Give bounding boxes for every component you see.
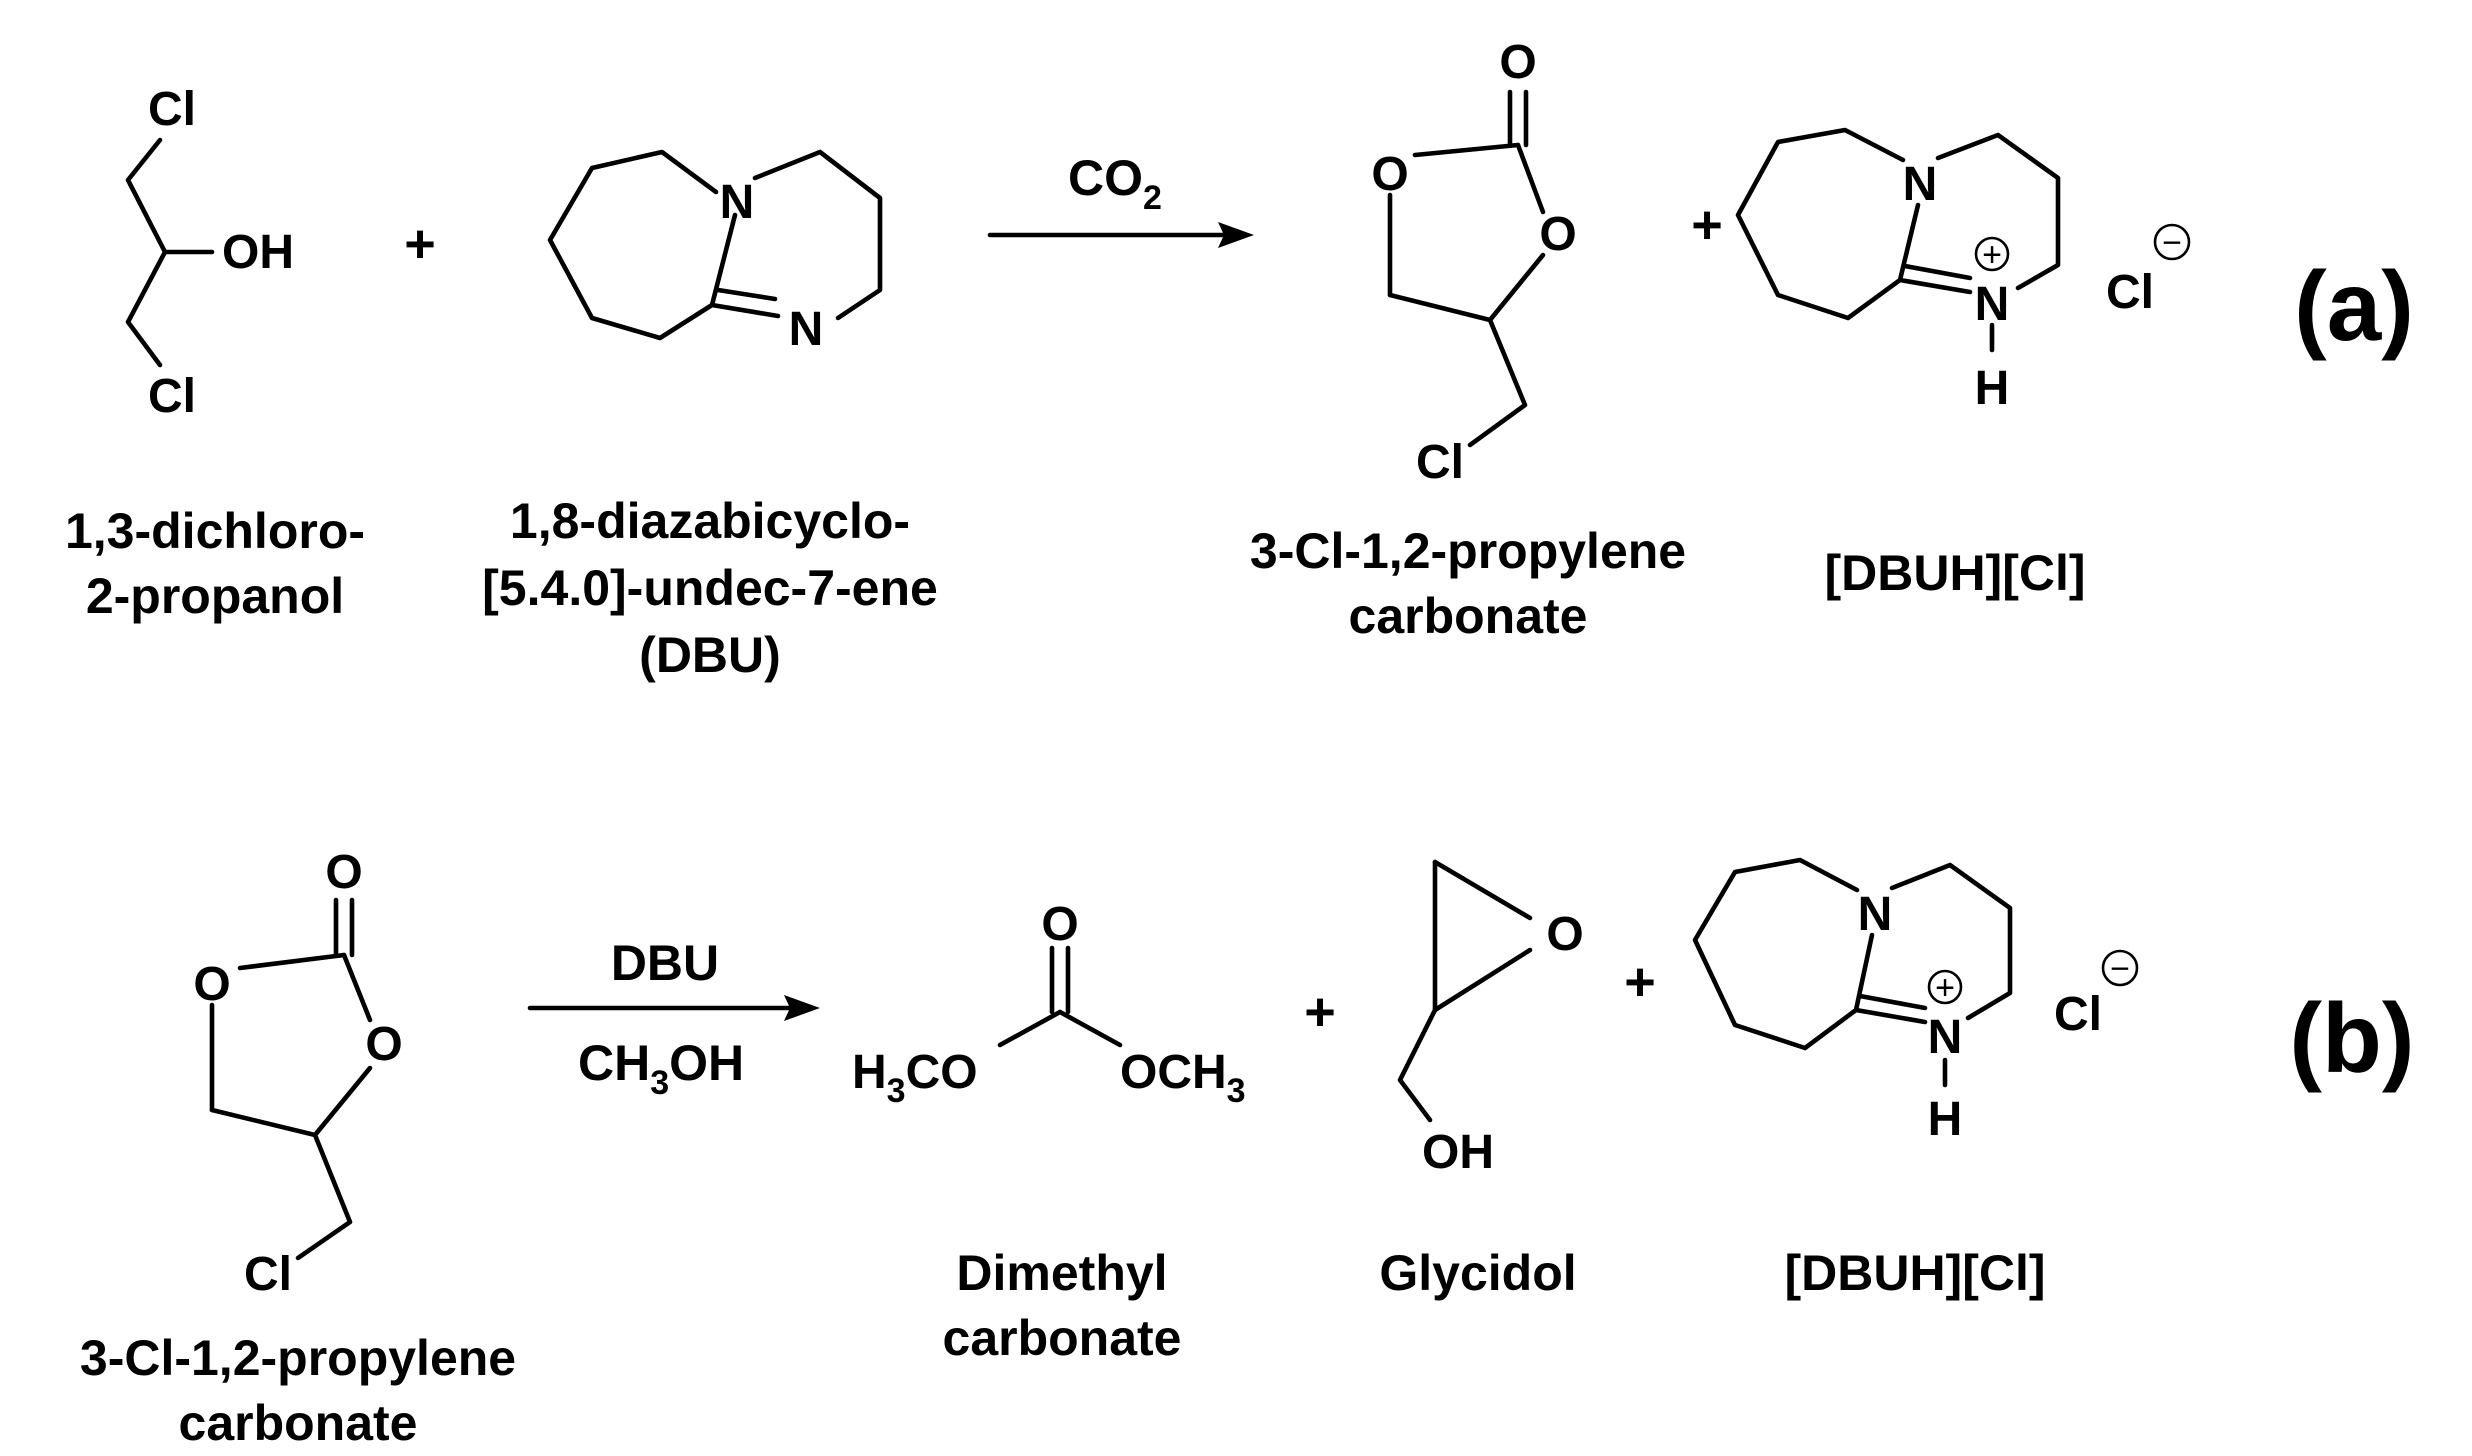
plus-charge-circle xyxy=(1974,236,2010,272)
atom-cl: Cl xyxy=(244,1248,292,1301)
compound-name-line: [DBUH][Cl] xyxy=(1784,1245,2045,1301)
glycidol-structure: O OH xyxy=(1397,859,1584,1179)
plus-sign: + xyxy=(1691,195,1723,255)
atom-o: O xyxy=(1041,898,1078,951)
compound-name-line: 3-Cl-1,2-propylene xyxy=(1250,523,1686,579)
compound-name-line: 2-propanol xyxy=(86,568,344,624)
atom-o: O xyxy=(1546,908,1583,961)
atom-o: O xyxy=(325,846,362,899)
plus-sign: + xyxy=(1624,952,1656,1012)
panel-a: Cl OH Cl 1,3-dichloro- 2-propanol + N N … xyxy=(65,36,2414,683)
atom-n: N xyxy=(1858,888,1893,941)
atom-n: N xyxy=(789,303,824,356)
plus-sign: + xyxy=(1304,982,1336,1042)
methoxy-right: OCH3 xyxy=(1120,1046,1246,1110)
chloropropylene-carbonate-structure: O O O Cl xyxy=(193,846,402,1301)
dimethyl-carbonate-structure: O H3CO OCH3 xyxy=(852,898,1246,1110)
dbuh-cl-structure: N N H + Cl − xyxy=(1735,127,2191,415)
compound-name-line: [5.4.0]-undec-7-ene xyxy=(482,560,938,616)
chloropropylene-carbonate-structure: O O O Cl xyxy=(1371,36,1576,489)
dichloropropanol-structure: Cl OH Cl xyxy=(125,83,294,423)
atom-h: H xyxy=(1975,362,2010,415)
dbuh-cl-structure: N N H + Cl − xyxy=(1692,857,2139,1146)
plus-sign: + xyxy=(404,214,436,274)
panel-label-b: (b) xyxy=(2289,983,2414,1093)
plus-charge: + xyxy=(1935,969,1955,1007)
atom-cl: Cl xyxy=(148,83,196,136)
reaction-arrow xyxy=(987,222,1254,248)
compound-name-line: carbonate xyxy=(179,1395,418,1451)
compound-name-line: 3-Cl-1,2-propylene xyxy=(80,1330,516,1386)
compound-name-line: carbonate xyxy=(1349,588,1588,644)
atom-n: N xyxy=(1928,1011,1963,1064)
atom-o: O xyxy=(1499,36,1536,89)
methoxy-left: H3CO xyxy=(852,1046,978,1110)
plus-charge-circle xyxy=(1927,969,1963,1005)
dbu-structure: N N xyxy=(547,149,883,356)
atom-o: O xyxy=(1539,208,1576,261)
compound-name-line: Glycidol xyxy=(1379,1245,1576,1301)
reaction-arrow xyxy=(527,995,820,1021)
reagent-methanol: CH3OH xyxy=(578,1035,744,1102)
minus-charge: − xyxy=(2162,224,2182,262)
minus-charge-circle xyxy=(2153,223,2191,261)
reagent-dbu: DBU xyxy=(611,935,719,991)
atom-o: O xyxy=(365,1018,402,1071)
compound-name-line: (DBU) xyxy=(639,627,781,683)
atom-o: O xyxy=(1371,148,1408,201)
minus-charge: − xyxy=(2110,950,2130,988)
compound-name-line: carbonate xyxy=(943,1310,1182,1366)
reagent-co2: CO2 xyxy=(1068,150,1162,217)
atom-n: N xyxy=(1903,158,1938,211)
compound-name-line: Dimethyl xyxy=(956,1245,1167,1301)
atom-n: N xyxy=(720,176,755,229)
minus-charge-circle xyxy=(2101,949,2139,987)
plus-charge: + xyxy=(1982,236,2002,274)
atom-n: N xyxy=(1975,278,2010,331)
atom-cl: Cl xyxy=(2054,988,2102,1041)
atom-h: H xyxy=(1928,1093,1963,1146)
atom-cl: Cl xyxy=(148,370,196,423)
compound-name-line: 1,8-diazabicyclo- xyxy=(510,493,910,549)
atom-oh: OH xyxy=(222,226,294,279)
atom-oh: OH xyxy=(1422,1126,1494,1179)
atom-cl: Cl xyxy=(2106,266,2154,319)
compound-name-line: 1,3-dichloro- xyxy=(65,503,365,559)
panel-b: O O O Cl 3-Cl-1,2-propylene carbonate DB… xyxy=(80,846,2415,1451)
atom-o: O xyxy=(193,958,230,1011)
atom-cl: Cl xyxy=(1416,436,1464,489)
compound-name-line: [DBUH][Cl] xyxy=(1824,545,2085,601)
panel-label-a: (a) xyxy=(2294,251,2414,361)
